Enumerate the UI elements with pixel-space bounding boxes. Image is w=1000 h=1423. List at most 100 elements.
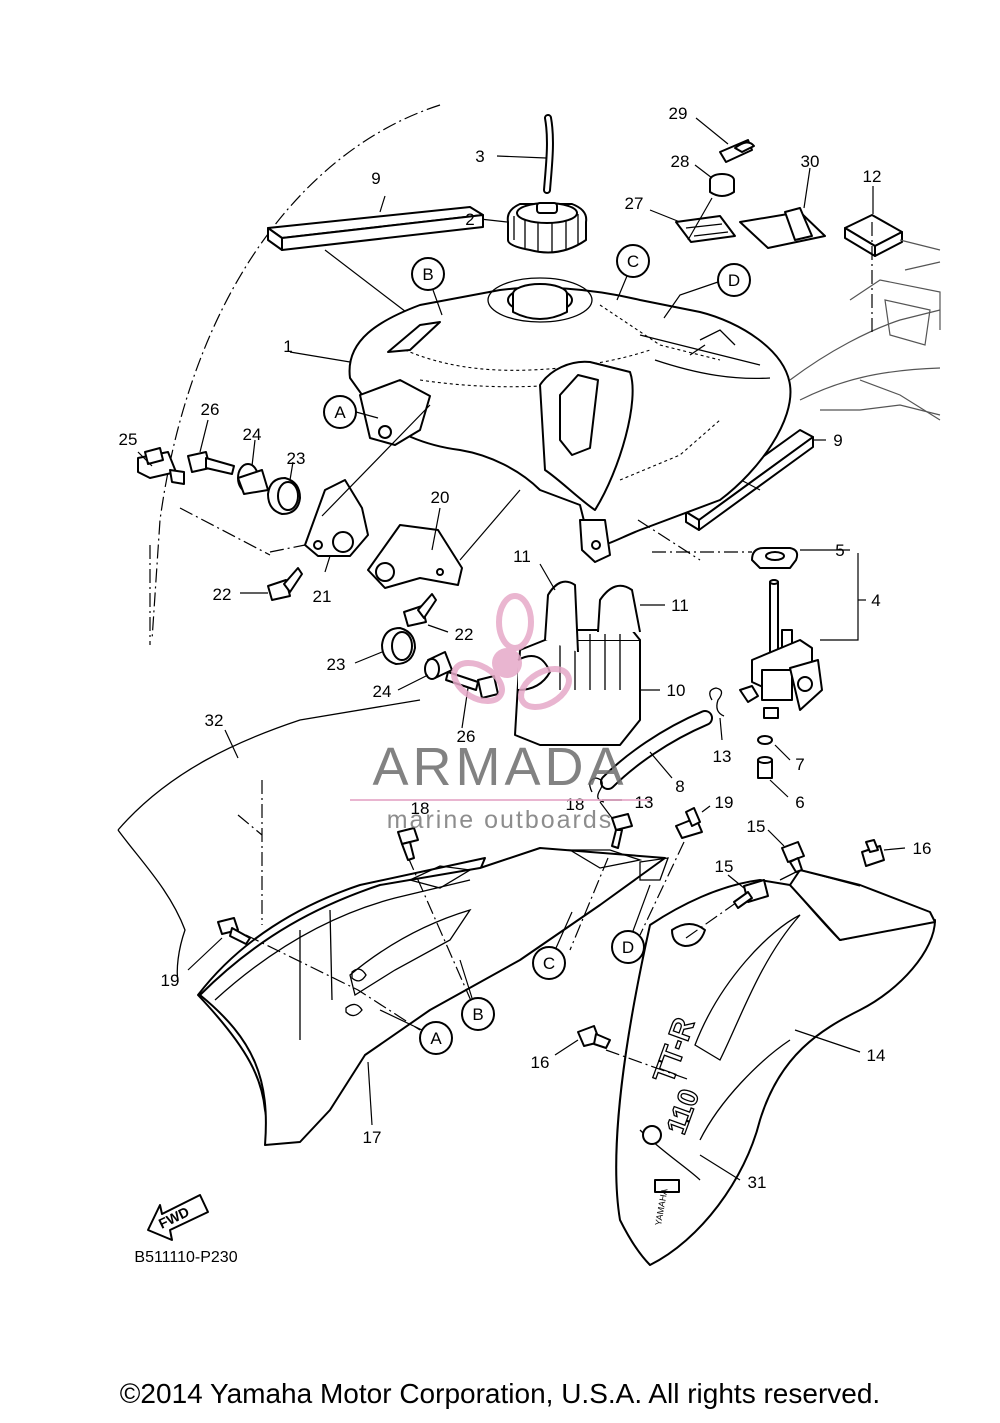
ref-marker-a-top: [323, 395, 379, 429]
label-27: 27: [625, 194, 644, 213]
screw-15-lower: [727, 874, 769, 909]
band-30: [739, 167, 826, 249]
damper-23-upper: [267, 461, 301, 515]
bolt-26-upper: [187, 419, 235, 475]
collar-28: [694, 164, 735, 197]
shroud-left: [197, 841, 685, 1146]
ref-letter-c-top: C: [627, 252, 639, 271]
label-30: 30: [801, 152, 820, 171]
label-17: 17: [363, 1128, 382, 1147]
side-panel-32: [117, 699, 421, 983]
label-12: 12: [863, 167, 882, 186]
ref-marker-c-bottom: [532, 911, 573, 980]
ref-marker-b-top: [411, 257, 445, 316]
ref-letter-c-bottom: C: [543, 954, 555, 973]
band-11-left: [539, 563, 579, 653]
label-21: 21: [313, 587, 332, 606]
label-11-left: 11: [513, 547, 531, 566]
label-22-upper: 22: [213, 585, 232, 604]
label-23-lower: 23: [327, 655, 346, 674]
label-24-lower: 24: [373, 682, 392, 701]
label-1: 1: [283, 337, 292, 356]
label-32: 32: [205, 711, 224, 730]
screw-15-upper: [767, 829, 805, 873]
label-7: 7: [795, 755, 804, 774]
label-16-lower: 16: [531, 1053, 550, 1072]
label-19-upper: 19: [715, 793, 734, 812]
fwd-arrow: FWD: [147, 1194, 209, 1241]
ref-letter-a-bottom: A: [430, 1029, 442, 1048]
fuel-tank: [289, 277, 792, 563]
screw-29: [695, 117, 755, 163]
label-4: 4: [871, 591, 880, 610]
fuel-hose: [600, 710, 713, 790]
copyright-notice: ©2014 Yamaha Motor Corporation, U.S.A. A…: [119, 1378, 881, 1409]
fuel-cap: [479, 202, 588, 254]
label-3: 3: [475, 147, 484, 166]
ref-letter-b-top: B: [422, 265, 433, 284]
collar-24-upper: [237, 439, 269, 495]
ref-letter-a-top: A: [334, 403, 346, 422]
ref-marker-a-bottom: [379, 1009, 453, 1055]
armada-logo: ARMADA marine outboards: [350, 593, 650, 834]
screw-16-upper: [861, 839, 906, 867]
watermark-brand: ARMADA: [372, 737, 627, 797]
label-22-lower: 22: [455, 625, 474, 644]
fuel-cock: [637, 519, 866, 798]
canister: [514, 629, 660, 746]
label-6: 6: [795, 793, 804, 812]
label-19-left: 19: [161, 971, 180, 990]
bracket-21: [269, 404, 431, 573]
label-23-upper: 23: [287, 449, 306, 468]
pad-12: [844, 186, 903, 257]
bracket-27: [649, 197, 736, 243]
screw-18-right: [599, 801, 633, 849]
ref-letter-b-bottom: B: [472, 1005, 483, 1024]
label-26-lower: 26: [457, 727, 476, 746]
screw-19-left: [187, 917, 251, 971]
label-31: 31: [748, 1173, 767, 1192]
frame-outline: [789, 222, 941, 421]
label-26-upper: 26: [201, 400, 220, 419]
label-5: 5: [835, 541, 844, 560]
screw-18-left: [397, 827, 419, 861]
clamp-25: [137, 447, 271, 556]
label-11-right: 11: [671, 596, 689, 615]
shroud-right: TT-R 110 YAMAHA: [605, 869, 936, 1266]
hose-clip-upper: [709, 687, 725, 741]
ref-marker-c-top: [616, 244, 650, 301]
bolt-22-lower: [403, 593, 449, 633]
ref-marker-b-bottom: [459, 959, 495, 1031]
label-14: 14: [867, 1046, 886, 1065]
damper-23-lower: [354, 627, 416, 665]
ref-letter-d-bottom: D: [622, 938, 634, 957]
label-10: 10: [667, 681, 686, 700]
label-20: 20: [431, 488, 450, 507]
label-15-lower: 15: [715, 857, 734, 876]
label-9-lower: 9: [833, 431, 842, 450]
label-13-lower: 13: [635, 793, 654, 812]
screw-19-upper: [675, 805, 711, 839]
bracket-20: [367, 489, 521, 589]
band-11-right: [597, 584, 665, 633]
vent-hose: [496, 114, 554, 194]
screw-16-lower: [554, 1025, 611, 1056]
label-8: 8: [675, 777, 684, 796]
label-28: 28: [671, 152, 690, 171]
label-2: 2: [465, 210, 474, 229]
bolt-22-upper: [240, 567, 303, 601]
label-25: 25: [119, 430, 138, 449]
label-16-upper: 16: [913, 839, 932, 858]
label-13-upper: 13: [713, 747, 732, 766]
ref-marker-d-bottom: [611, 884, 651, 964]
diagram-code: B511110-P230: [134, 1249, 237, 1266]
ref-letter-d-top: D: [728, 271, 740, 290]
label-29: 29: [669, 104, 688, 123]
label-18-left: 18: [411, 799, 430, 818]
label-15-upper: 15: [747, 817, 766, 836]
ref-marker-d-top: [663, 263, 751, 319]
watermark-tagline: marine outboards: [387, 806, 614, 834]
label-24-upper: 24: [243, 425, 262, 444]
label-9-upper: 9: [371, 169, 380, 188]
